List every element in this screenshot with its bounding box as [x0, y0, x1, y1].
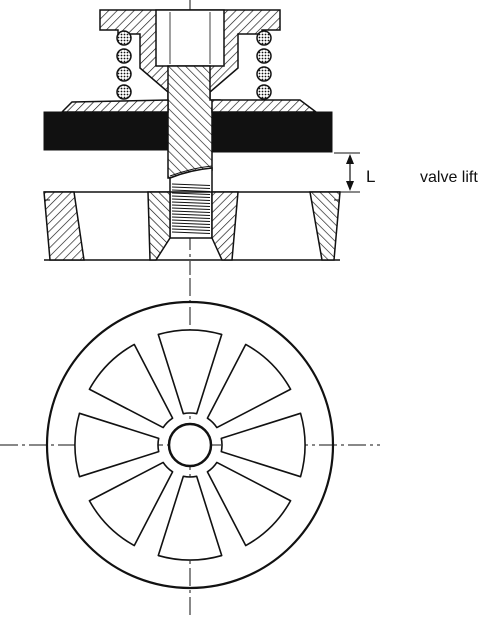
valve-plate [43, 111, 169, 151]
valve-port-slot [157, 475, 223, 561]
lift-symbol-label: L [366, 167, 375, 186]
plan-view [0, 278, 380, 617]
valve-port-slot [206, 461, 292, 547]
section-view: L valve lift [43, 0, 478, 275]
valve-seat [43, 191, 341, 261]
spring-coils-right [256, 30, 272, 100]
valve-port-slot [88, 343, 174, 429]
valve-lift-dimension [334, 152, 360, 193]
valve-port-slot [206, 343, 292, 429]
valve-lift-caption: valve lift [420, 169, 478, 186]
cap-bore [155, 9, 225, 67]
center-hub [167, 422, 213, 468]
threaded-stud [169, 165, 213, 239]
valve-port-slot [88, 461, 174, 547]
valve-ports [74, 329, 306, 561]
valve-port-slot [74, 412, 160, 478]
valve-plate-outline [45, 300, 335, 590]
spring-coils-left [116, 30, 132, 100]
valve-port-slot [157, 329, 223, 415]
valve-port-slot [220, 412, 306, 478]
spring-seat-washer [60, 99, 169, 113]
